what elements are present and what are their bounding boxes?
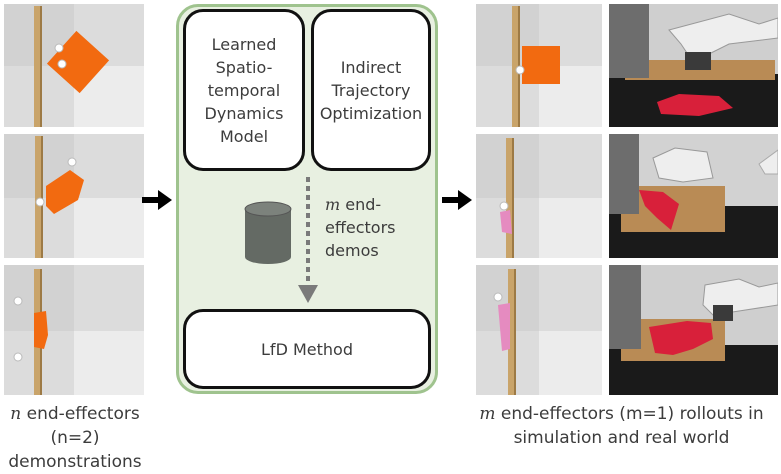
learned-model-line5: Model	[219, 126, 269, 146]
real-rollout-panel-3	[609, 265, 778, 395]
demos-line1: end-	[340, 195, 382, 214]
method-panel: Learned Spatio- temporal Dynamics Model …	[176, 4, 438, 394]
sim-rollout-panel-1	[476, 4, 602, 127]
right-caption: m end-effectors (m=1) rollouts in simula…	[462, 402, 781, 450]
real-rollout-panel-1	[609, 4, 778, 127]
learned-model-line4: Dynamics	[204, 103, 284, 123]
demos-label: m end- effectors demos	[325, 193, 425, 262]
left-caption-line1: end-effectors (n=2)	[21, 404, 140, 448]
trajectory-optimization-box: Indirect Trajectory Optimization	[311, 9, 431, 171]
real-rollout-panel-2	[609, 134, 778, 258]
arrow-right-icon	[442, 190, 472, 210]
demos-line2: effectors	[325, 218, 396, 237]
learned-model-line3: temporal	[207, 80, 281, 100]
demo-panel-3	[4, 265, 144, 395]
lfd-method-box: LfD Method	[183, 309, 431, 389]
optimization-line3: Optimization	[319, 103, 423, 123]
optimization-line1: Indirect	[340, 57, 402, 77]
sim-rollout-panel-2	[476, 134, 602, 258]
learned-dynamics-model-box: Learned Spatio- temporal Dynamics Model	[183, 9, 305, 171]
demo-panel-1	[4, 4, 144, 127]
arrow-right-icon	[142, 190, 172, 210]
learned-model-line1: Learned	[211, 34, 277, 54]
arrow-down-dashed-icon	[298, 177, 318, 303]
left-caption-line2: demonstrations	[8, 452, 142, 472]
right-caption-line2: simulation and real world	[513, 428, 730, 448]
demos-var: m	[325, 195, 341, 214]
left-caption-var: n	[10, 404, 22, 424]
right-caption-var: m	[479, 404, 496, 424]
lfd-method-label: LfD Method	[261, 339, 353, 359]
right-caption-line1: end-effectors (m=1) rollouts in	[495, 404, 764, 424]
optimization-line2: Trajectory	[331, 80, 411, 100]
demos-line3: demos	[325, 241, 379, 260]
sim-rollout-panel-3	[476, 265, 602, 395]
learned-model-line2: Spatio-	[215, 57, 273, 77]
database-icon	[244, 201, 292, 264]
demo-panel-2	[4, 134, 144, 258]
left-caption: n end-effectors (n=2) demonstrations	[0, 402, 150, 474]
